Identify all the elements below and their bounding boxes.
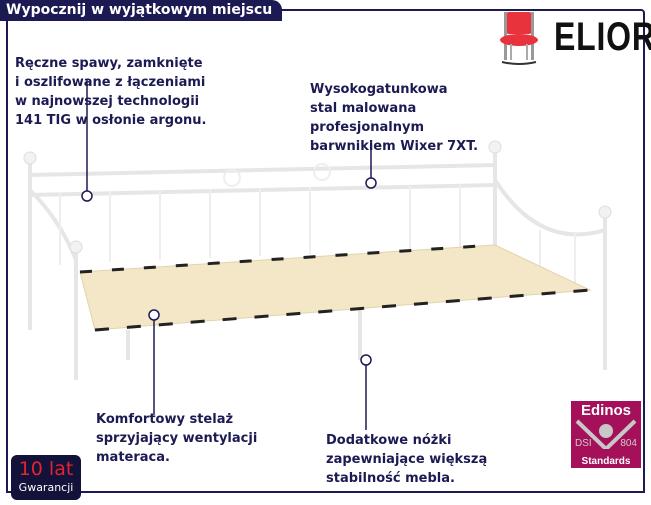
checkmark-person-icon [575,419,637,449]
page-title: Wypocznij w wyjątkowym miejscu [0,0,283,21]
certificate-bottom: Standards [581,456,631,467]
warranty-badge: 10 lat Gwarancji [11,455,81,500]
feature-line: materaca. [96,450,170,465]
certificate-name: Edinos [580,402,631,419]
brand-name: ELIOR [554,15,651,59]
feature-line: 141 TIG w osłonie argonu. [15,113,207,128]
feature-line: Wysokogatunkowa [310,82,448,97]
feature-line: Ręczne spawy, zamknięte [15,56,203,71]
red-chair-icon [500,12,538,65]
feature-steel: Wysokogatunkowa stal malowana profesjona… [310,80,478,156]
feature-line: barwnikiem Wixer 7XT. [310,139,479,154]
feature-line: w najnowszej technologii [15,94,200,109]
brand-logo: ELIOR [498,10,651,65]
feature-line: Komfortowy stelaż [96,412,234,427]
feature-slats: Komfortowy stelaż sprzyjający wentylacji… [96,410,257,467]
feature-line: stal malowana [310,101,417,116]
feature-line: zapewniające większą [326,452,488,467]
feature-line: stabilność mebla. [326,471,455,486]
warranty-years: 10 lat [18,458,74,480]
certificate-right: 804 [620,438,637,449]
feature-line: sprzyjający wentylacji [96,431,258,446]
warranty-label: Gwarancji [18,481,74,494]
feature-line: i oszlifowane z łączeniami [15,75,206,90]
edinos-certificate-badge: Edinos DSI 804 Standards [571,401,641,468]
feature-welding: Ręczne spawy, zamknięte i oszlifowane z … [15,54,206,130]
content-frame [6,9,645,493]
feature-legs: Dodatkowe nóżki zapewniające większą sta… [326,431,487,488]
feature-line: Dodatkowe nóżki [326,433,452,448]
certificate-left: DSI [575,438,592,449]
feature-line: profesjonalnym [310,120,425,135]
